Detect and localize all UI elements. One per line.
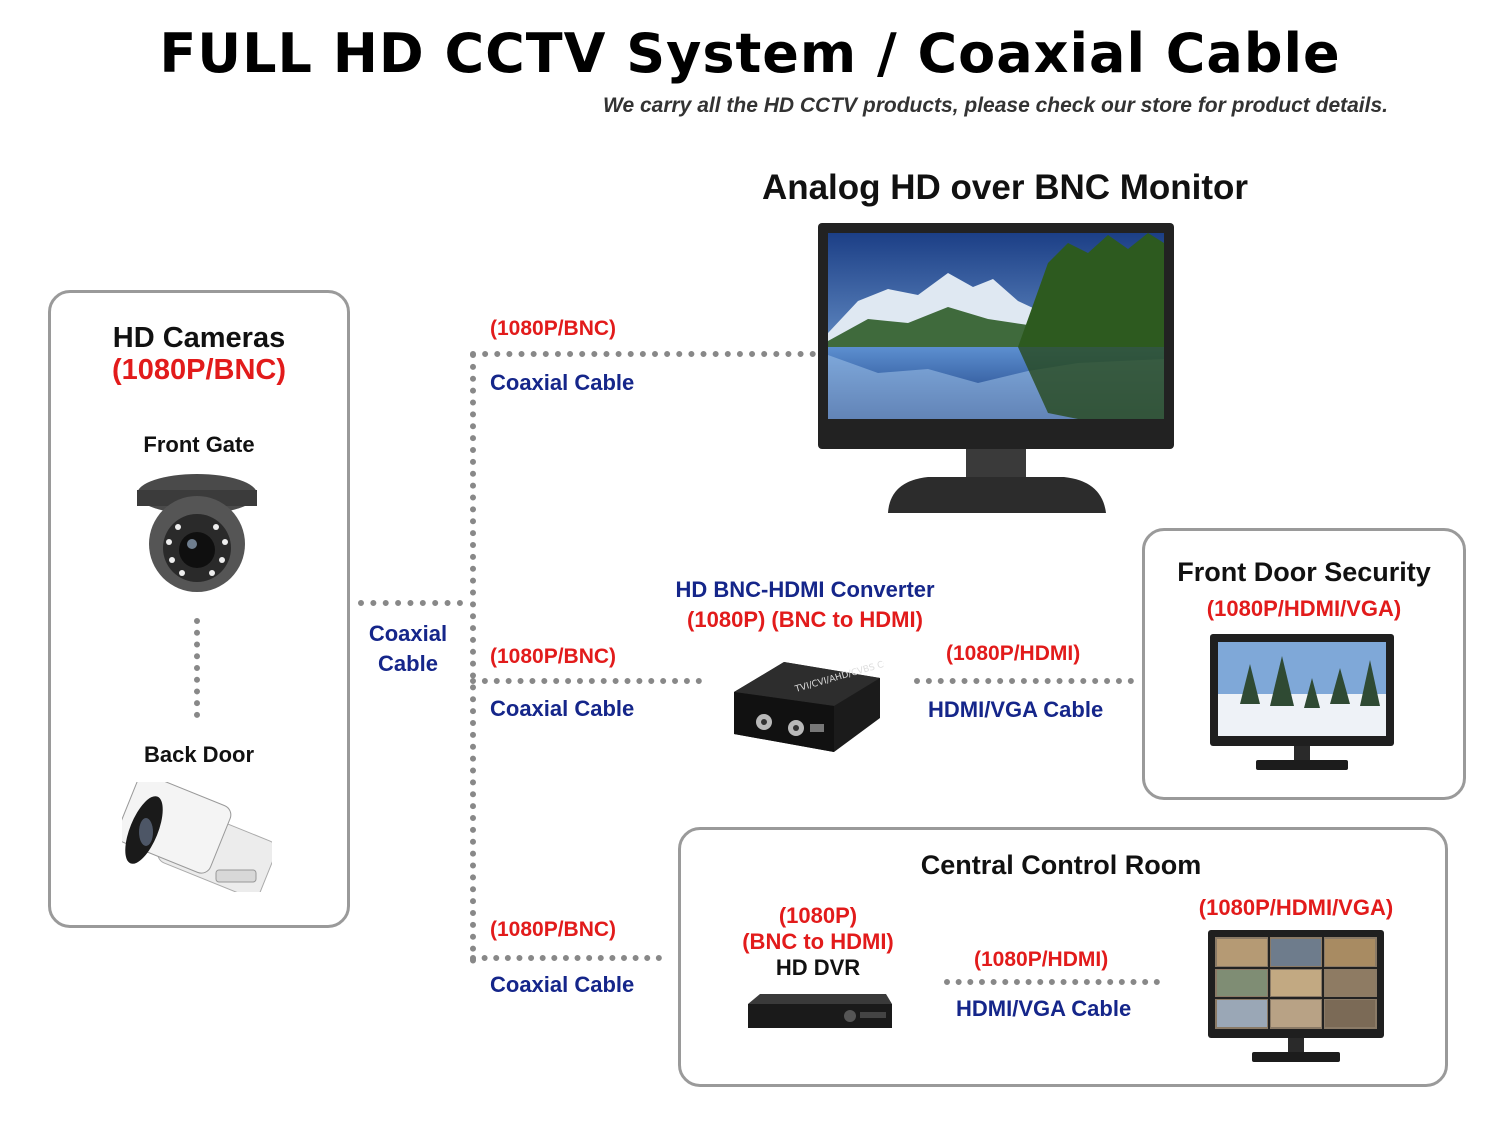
mid-link-cable: Coaxial Cable (490, 696, 635, 721)
dvr-link-dots (944, 979, 1160, 985)
dome-camera-icon (134, 472, 260, 599)
dvr-spec-line2: (BNC to HDMI) (742, 929, 894, 954)
dvr-link-cable: HDMI/VGA Cable (956, 996, 1132, 1021)
mid-link-dots (470, 678, 702, 684)
trunk-dots (358, 600, 463, 606)
back-door-label: Back Door (143, 742, 255, 767)
dvr-device-icon (746, 992, 896, 1037)
converter-link-cable: HDMI/VGA Cable (928, 697, 1104, 722)
front-door-title: Front Door Security (1177, 557, 1431, 587)
bottom-link-spec: (1080P/BNC) (490, 918, 617, 941)
backbone-dots (470, 352, 476, 964)
top-link-dots (470, 351, 816, 357)
front-gate-label: Front Gate (143, 432, 255, 457)
converter-title: HD BNC-HDMI Converter (675, 577, 935, 602)
converter-device-icon: TVI/CVI/AHD/CVBS Converter (724, 640, 922, 765)
main-monitor-image (818, 223, 1176, 520)
dvr-name: HD DVR (775, 955, 861, 980)
front-door-spec: (1080P/HDMI/VGA) (1206, 596, 1402, 621)
top-link-spec: (1080P/BNC) (490, 317, 617, 340)
control-room-monitor-image (1208, 930, 1384, 1069)
control-monitor-spec: (1080P/HDMI/VGA) (1198, 895, 1394, 920)
cameras-heading: HD Cameras (112, 322, 286, 354)
converter-link-dots (914, 678, 1134, 684)
page-title: FULL HD CCTV System / Coaxial Cable (159, 22, 1341, 85)
bottom-link-cable: Coaxial Cable (490, 972, 635, 997)
bottom-link-dots (470, 955, 662, 961)
top-link-cable: Coaxial Cable (490, 370, 635, 395)
mid-link-spec: (1080P/BNC) (490, 645, 617, 668)
cameras-spec: (1080P/BNC) (111, 354, 287, 386)
camera-link-dots (194, 618, 200, 718)
converter-spec: (1080P) (BNC to HDMI) (687, 607, 923, 632)
trunk-label-line1: Coaxial (368, 621, 448, 646)
trunk-label-line2: Cable (378, 651, 438, 676)
front-door-monitor-image (1210, 634, 1394, 779)
converter-link-spec: (1080P/HDMI) (946, 642, 1081, 665)
main-monitor-title: Analog HD over BNC Monitor (761, 168, 1249, 207)
control-room-title: Central Control Room (920, 850, 1202, 880)
dvr-spec-line1: (1080P) (778, 903, 858, 928)
dvr-link-spec: (1080P/HDMI) (974, 948, 1109, 971)
page-subtitle: We carry all the HD CCTV products, pleas… (603, 94, 1388, 117)
bullet-camera-icon (116, 774, 277, 898)
